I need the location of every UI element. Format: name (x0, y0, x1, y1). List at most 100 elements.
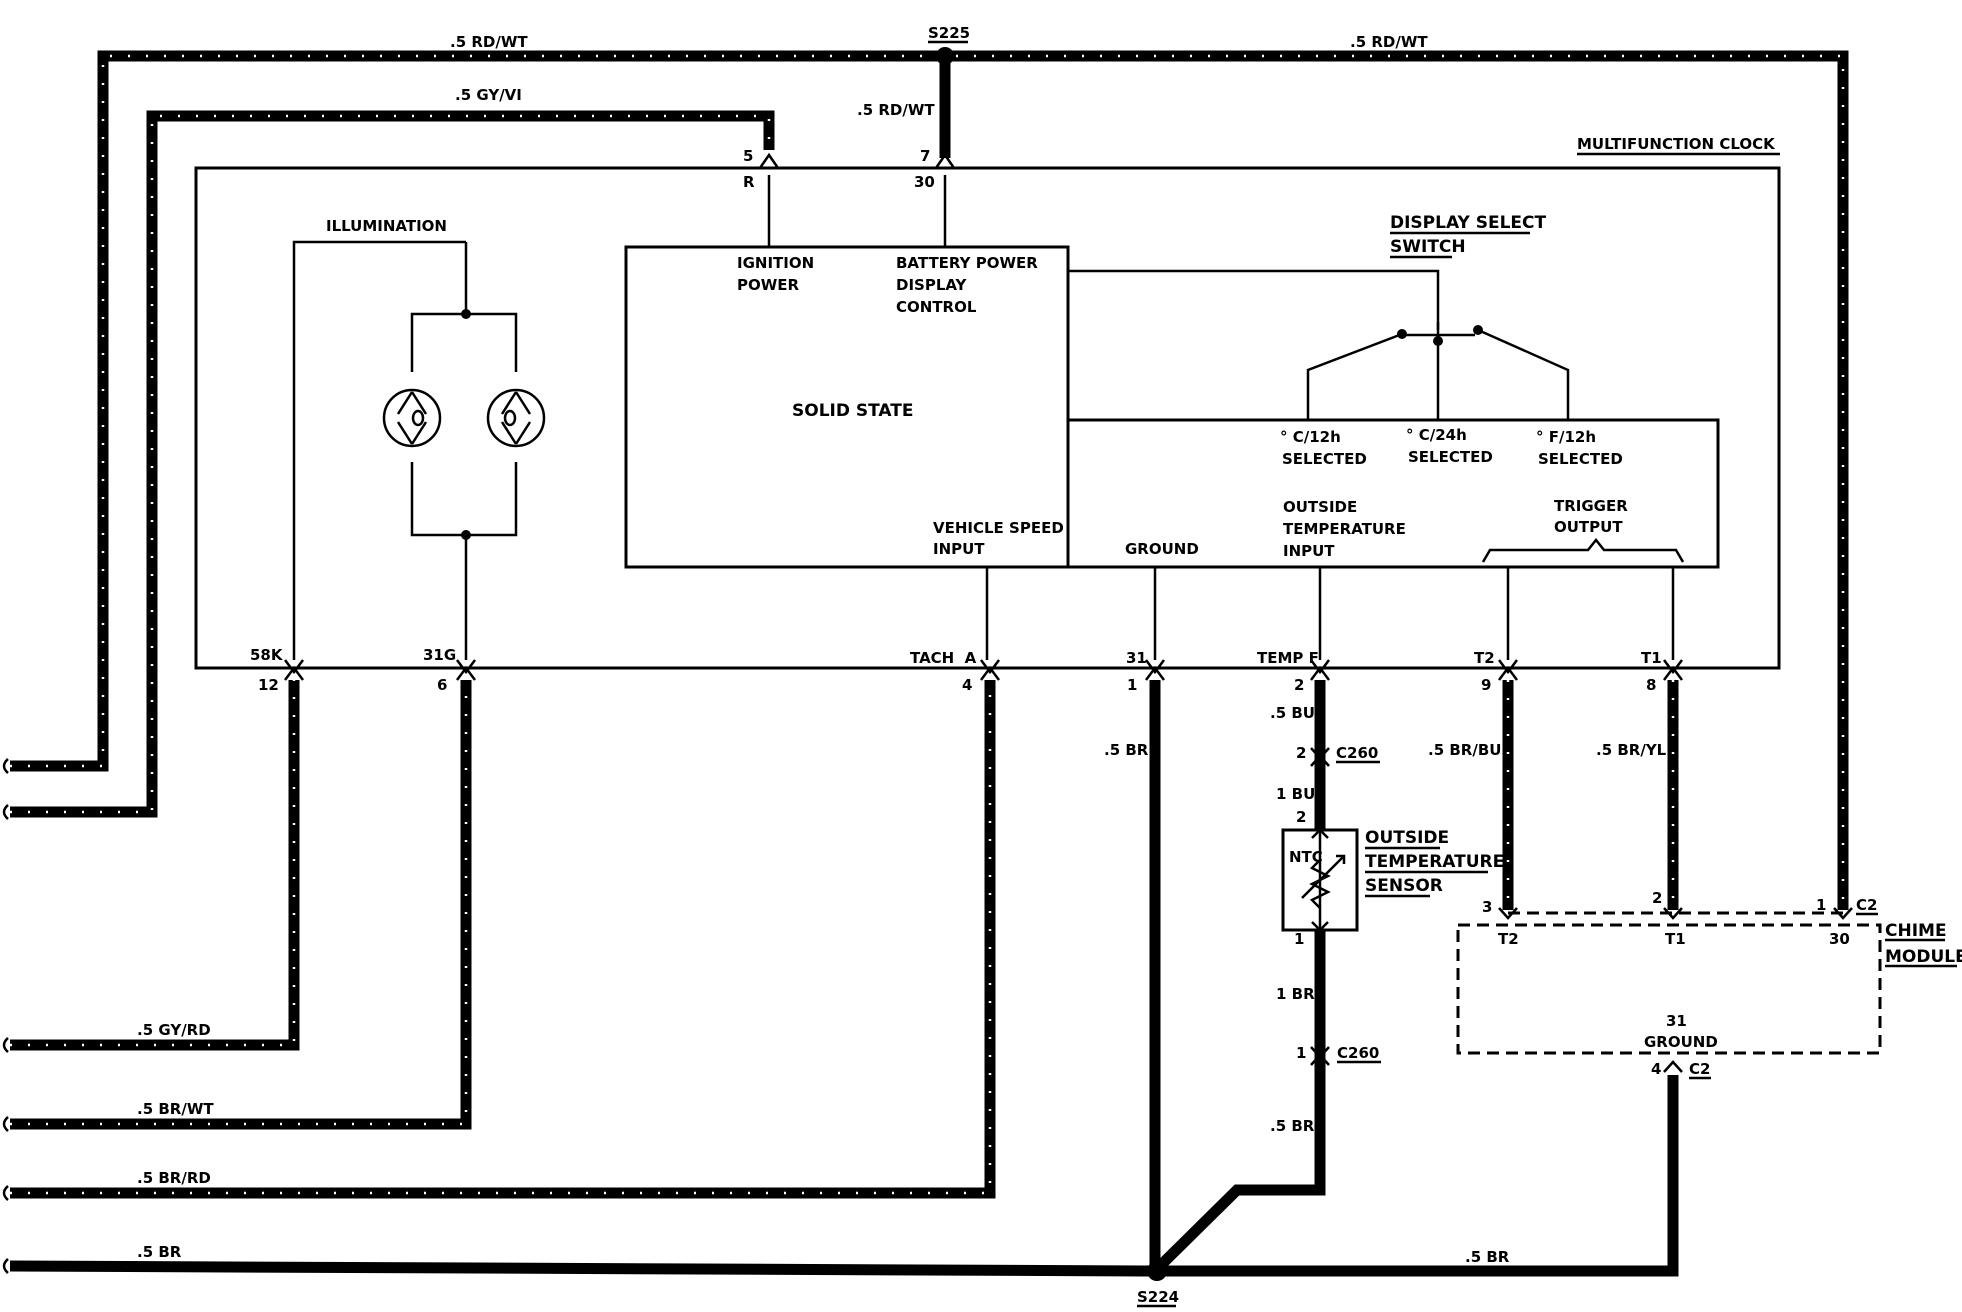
terminal-t2: T2 (1474, 649, 1495, 667)
label-br-1: 1 BR (1276, 985, 1315, 1003)
trigger-brace (1481, 537, 1685, 563)
terminal-31g: 31G (423, 646, 456, 664)
pin-2: 2 (1294, 676, 1304, 694)
splice-s225-dot (936, 47, 954, 65)
terminal-t1: T1 (1641, 649, 1662, 667)
label-vehicle-speed: VEHICLE SPEED (933, 519, 1064, 537)
label-ignition-power: POWER (737, 276, 800, 294)
pin-30: 30 (914, 173, 935, 191)
label-c12: ° C/12h (1280, 428, 1341, 446)
label-gyrd: .5 GY/RD (137, 1021, 211, 1039)
chime-31: 31 (1666, 1012, 1687, 1030)
wire-br-chime (1157, 1075, 1679, 1277)
chime-module-outline (1456, 923, 1882, 1055)
solid-state-outline (624, 245, 1720, 569)
label-brbu: .5 BR/BU (1428, 741, 1501, 759)
label-c24: ° C/24h (1406, 426, 1467, 444)
connector-cavities (284, 152, 1853, 1073)
label-f12-selected: SELECTED (1538, 450, 1623, 468)
label-c2-lower: C2 (1689, 1060, 1710, 1078)
label-s225: S225 (928, 24, 970, 42)
terminal-temp-f: TEMP F (1257, 649, 1319, 667)
label-chime-ground: GROUND (1644, 1033, 1718, 1051)
label-display-select: DISPLAY SELECT (1390, 213, 1547, 233)
label-trigger: TRIGGER (1554, 497, 1628, 515)
label-vehicle-speed-input: INPUT (933, 540, 985, 558)
terminal-58k: 58K (250, 646, 284, 664)
label-display: DISPLAY (896, 276, 968, 294)
label-c260-lower: C260 (1337, 1044, 1379, 1062)
display-select-switch (1068, 269, 1570, 420)
label-battery-power: BATTERY POWER (896, 254, 1038, 272)
label-gyvi: .5 GY/VI (455, 86, 522, 104)
labels: .5 RD/WT S225 .5 RD/WT .5 GY/VI .5 RD/WT… (137, 24, 1962, 1308)
pin-r: R (743, 173, 755, 191)
label-c12-selected: SELECTED (1282, 450, 1367, 468)
label-c2-upper: C2 (1856, 896, 1877, 914)
label-outside: OUTSIDE (1283, 498, 1357, 516)
label-control: CONTROL (896, 298, 977, 316)
label-switch: SWITCH (1390, 237, 1466, 257)
pin-5: 5 (743, 147, 753, 165)
label-ground-internal: GROUND (1125, 540, 1199, 558)
label-brwt: .5 BR/WT (137, 1100, 214, 1118)
pin-7: 7 (920, 147, 930, 165)
label-illumination: ILLUMINATION (326, 217, 447, 235)
label-temperature: TEMPERATURE (1283, 520, 1406, 538)
label-ntc: NTC (1289, 848, 1323, 866)
pin-4: 4 (962, 676, 972, 694)
label-c260-upper: C260 (1336, 744, 1378, 762)
label-brrd: .5 BR/RD (137, 1169, 211, 1187)
label-s224: S224 (1137, 1288, 1179, 1306)
label-br-chime: .5 BR (1465, 1248, 1510, 1266)
sensor-top-pin: 2 (1296, 808, 1306, 826)
label-sensor-outside: OUTSIDE (1365, 828, 1449, 848)
label-f12: ° F/12h (1536, 428, 1596, 446)
ntc-thermistor-symbol (1301, 828, 1346, 932)
wire-break-marks (2, 758, 9, 1274)
label-bu-1: 1 BU (1276, 785, 1315, 803)
label-trigger-output: OUTPUT (1554, 518, 1623, 536)
terminal-tach-a: TACH A (910, 649, 977, 667)
wire-brwt (10, 680, 472, 1130)
c260-lower-pin: 1 (1296, 1044, 1306, 1062)
wire-brrd (10, 680, 996, 1199)
chime-t2: T2 (1498, 930, 1519, 948)
label-solid-state: SOLID STATE (792, 401, 913, 421)
wire-gyvi (10, 110, 775, 818)
label-module: MODULE (1885, 947, 1962, 967)
label-br-bottom: .5 BR (137, 1243, 182, 1261)
chime-t1: T1 (1665, 930, 1686, 948)
label-c24-selected: SELECTED (1408, 448, 1493, 466)
chime-pin-1: 1 (1816, 896, 1826, 914)
chime-pin-4: 4 (1651, 1060, 1661, 1078)
harness-wires (9, 50, 1849, 1277)
label-rdwt-left: .5 RD/WT (450, 33, 528, 51)
pin-12: 12 (258, 676, 279, 694)
label-sensor-sensor: SENSOR (1365, 876, 1443, 896)
label-br-sensor-low: .5 BR (1270, 1117, 1315, 1135)
sensor-bottom-pin: 1 (1294, 930, 1304, 948)
illumination-bulbs (382, 388, 546, 448)
chime-30: 30 (1829, 930, 1850, 948)
label-temperature-input: INPUT (1283, 542, 1335, 560)
c260-upper-pin: 2 (1296, 744, 1306, 762)
label-bryl: .5 BR/YL (1596, 741, 1667, 759)
wire-br-sensor (1156, 930, 1326, 1270)
chime-pin-2: 2 (1652, 889, 1662, 907)
pin-6: 6 (437, 676, 447, 694)
chime-pin-3: 3 (1482, 898, 1492, 916)
label-chime: CHIME (1885, 921, 1947, 941)
pin-9: 9 (1481, 676, 1491, 694)
wire-br-bottom (9, 1260, 1158, 1277)
label-rdwt-drop: .5 RD/WT (857, 101, 935, 119)
label-br-ground: .5 BR (1104, 741, 1149, 759)
wire-gyrd (10, 680, 300, 1051)
label-bu-05: .5 BU (1270, 704, 1315, 722)
label-ignition: IGNITION (737, 254, 814, 272)
label-rdwt-right: .5 RD/WT (1350, 33, 1428, 51)
label-sensor-temperature: TEMPERATURE (1365, 852, 1504, 872)
terminal-31: 31 (1126, 649, 1147, 667)
splice-s224-dot (1147, 1261, 1167, 1281)
